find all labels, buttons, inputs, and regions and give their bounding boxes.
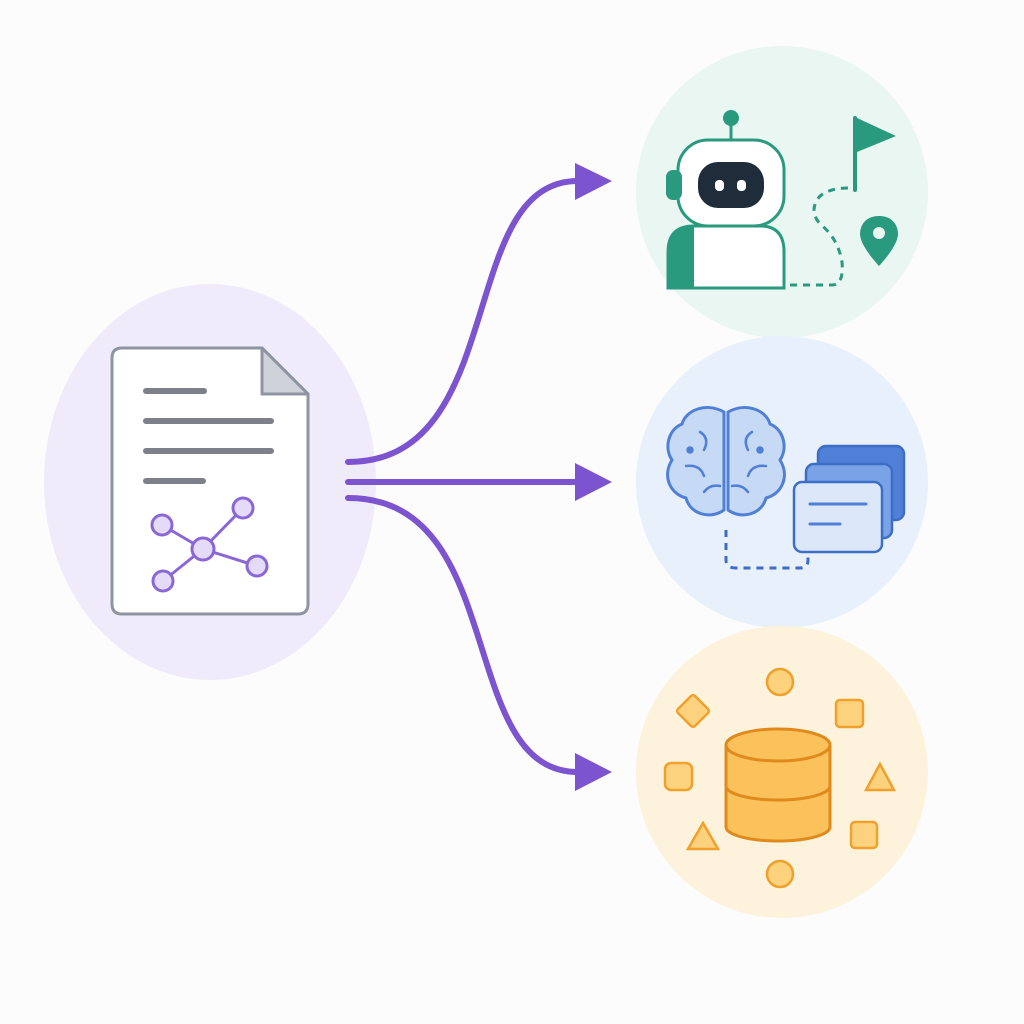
database-shapes-icon [663,667,897,889]
brain-memory-cards-icon [666,406,906,570]
document-text-lines [143,388,274,484]
brain-icon [666,406,786,517]
connectors [345,176,586,777]
robot-navigation-icon [666,110,898,290]
arrowhead-database [575,753,612,791]
connector-to-agent [345,176,586,465]
graph-icon [150,496,269,593]
arrowheads [575,163,612,791]
memory-cards-icon [792,444,906,554]
source-node [44,284,376,680]
scattered-shapes [663,667,897,889]
target-memory-node [636,336,928,628]
arrowhead-memory [575,463,612,501]
arrowhead-agent [575,163,612,200]
connector-to-database [345,495,586,777]
database-icon [724,727,832,843]
target-database-node [636,626,928,918]
document-graph-icon [110,346,310,616]
target-agent-node [636,46,928,338]
